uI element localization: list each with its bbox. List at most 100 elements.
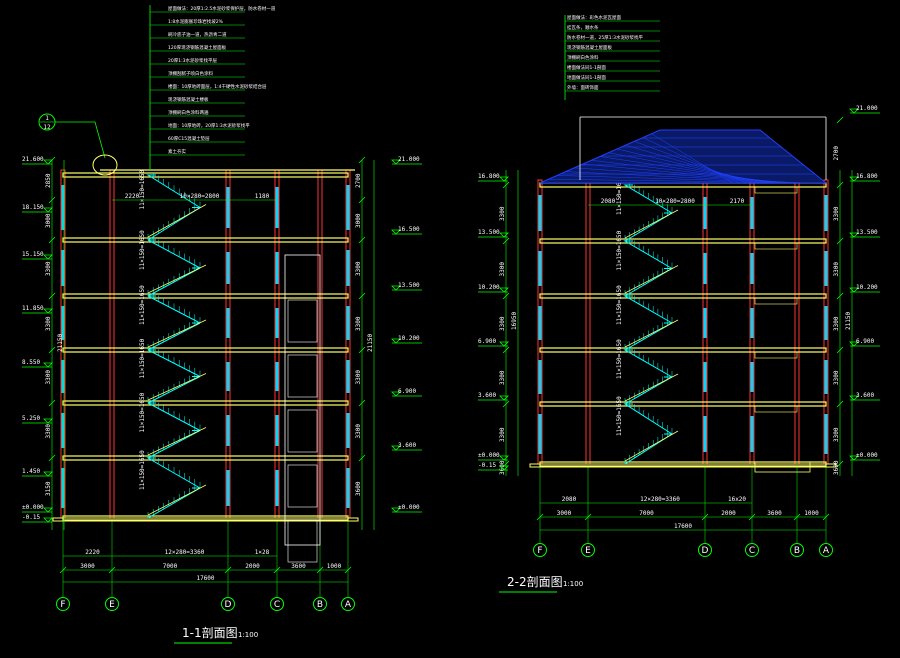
- dim-tick: [502, 400, 510, 408]
- right-story-dim: 3300: [833, 370, 840, 385]
- ground-line: [52, 517, 359, 522]
- level-mark: 11.850: [22, 305, 53, 314]
- left-story-dim: 3300: [499, 427, 506, 442]
- level-triangle: [43, 254, 53, 260]
- axis-label: D: [225, 600, 232, 610]
- level-label: 6.900: [478, 338, 496, 345]
- stair-step-label: 11×150=1650: [616, 339, 623, 379]
- stair-rail: [624, 373, 679, 402]
- dim-tick: [358, 236, 366, 244]
- dim-tick: [502, 346, 510, 354]
- dim-tick: [836, 460, 844, 468]
- right-story-dim: 3600: [833, 460, 840, 475]
- stair-flight: 11×150=1650: [139, 285, 207, 351]
- axis-label: A: [345, 600, 352, 610]
- axis-label: D: [702, 546, 709, 556]
- dim-tick: [793, 513, 801, 521]
- level-triangle: [391, 445, 401, 451]
- note-text: 20厚1:3水泥砂浆找平层: [168, 57, 217, 64]
- level-mark: 21.600: [22, 156, 53, 165]
- column-line: [585, 179, 591, 465]
- dim-tick: [108, 566, 116, 574]
- dim-tick: [48, 399, 56, 407]
- left-story-dim: 3300: [45, 316, 52, 331]
- floor-slab: [62, 293, 349, 299]
- dim-tick: [358, 292, 366, 300]
- note-text: 屋面做法：彩色水泥瓦屋面: [567, 14, 621, 21]
- window: [346, 250, 350, 286]
- axis-circle: [313, 597, 327, 611]
- stair-step-label: 11×150=1650: [139, 169, 146, 209]
- window: [61, 250, 65, 286]
- level-label: -0.15: [478, 462, 496, 469]
- stair-step-label: 11×150=1650: [139, 450, 146, 490]
- dim-tick: [344, 566, 352, 574]
- roof-hatch: [651, 133, 734, 184]
- level-mark: 3.600: [478, 392, 509, 401]
- stair-rail: [624, 430, 679, 462]
- level-mark: 10.200: [391, 335, 422, 344]
- window: [226, 252, 230, 284]
- bottom-dim: 2000: [245, 563, 260, 570]
- level-label: ±0.000: [478, 452, 500, 459]
- level-mark: ±0.000: [22, 504, 53, 513]
- level-label: 15.150: [22, 251, 44, 258]
- stair-flight: 11×150=1650: [616, 285, 679, 351]
- right-story-dim: 3300: [833, 316, 840, 331]
- stair-flight: 11×150=1650: [139, 450, 207, 519]
- stair-step-label: 11×150=1650: [139, 392, 146, 432]
- dim-tick: [48, 454, 56, 462]
- level-label: 10.200: [478, 284, 500, 291]
- level-label: 10.200: [856, 284, 878, 291]
- left-story-dim: 3300: [499, 370, 506, 385]
- level-triangle: [849, 341, 859, 347]
- callout-leader: [55, 121, 106, 159]
- window: [538, 251, 542, 286]
- section-title: 2-2剖面图: [507, 575, 563, 589]
- stair-step-label: 11×150=1650: [139, 338, 146, 378]
- floor-slab: [62, 455, 349, 461]
- level-mark: 3.600: [391, 442, 422, 451]
- level-triangle: [499, 176, 509, 182]
- level-label: ±0.000: [856, 452, 878, 459]
- right-story-dim: 3600: [355, 481, 362, 496]
- floor-slab: [62, 347, 349, 353]
- left-story-dim: 3000: [45, 213, 52, 228]
- hipped-roof: [539, 129, 828, 184]
- bottom-dim: 1000: [804, 510, 819, 517]
- balcony-rail: [754, 186, 798, 194]
- level-label: ±0.000: [398, 504, 420, 511]
- level-mark: ±0.000: [849, 452, 880, 461]
- balcony-rail: [754, 297, 798, 305]
- note-text: 现浇钢筋混凝土屋面板: [567, 44, 612, 51]
- axis-circle: [56, 597, 70, 611]
- bottom-dim: 1000: [327, 563, 342, 570]
- right-story-dim: 3000: [355, 213, 362, 228]
- bottom-dim: 3600: [767, 510, 782, 517]
- level-mark: 13.500: [391, 282, 422, 291]
- level-mark: 5.250: [22, 415, 53, 424]
- axis-circle: [221, 597, 235, 611]
- stair-step-label: 11×150=1650: [616, 396, 623, 436]
- right-story-dim: 3300: [833, 427, 840, 442]
- bottom-dim: 3600: [291, 563, 306, 570]
- window: [703, 308, 707, 338]
- axis-label: C: [274, 600, 280, 610]
- bottom-dim-row0: 2080: [562, 496, 577, 503]
- level-label: 6.900: [398, 388, 416, 395]
- dim-tick: [836, 116, 844, 124]
- window: [61, 306, 65, 340]
- bottom-dim: 3000: [557, 510, 572, 517]
- level-mark: 21.000: [391, 156, 422, 165]
- window: [346, 413, 350, 448]
- level-triangle: [849, 176, 859, 182]
- note-text: 刷冷底子油一道，热沥青二道: [168, 31, 227, 38]
- bottom-dim: 7000: [639, 510, 654, 517]
- stair-flight: 11×150=1650: [616, 339, 679, 405]
- axis-circle: [341, 597, 355, 611]
- note-text: 顶棚刷白色涂料: [567, 54, 599, 61]
- level-mark: 10.200: [849, 284, 880, 293]
- dim-tick: [748, 513, 756, 521]
- level-mark: 13.500: [849, 229, 880, 238]
- level-triangle: [849, 455, 859, 461]
